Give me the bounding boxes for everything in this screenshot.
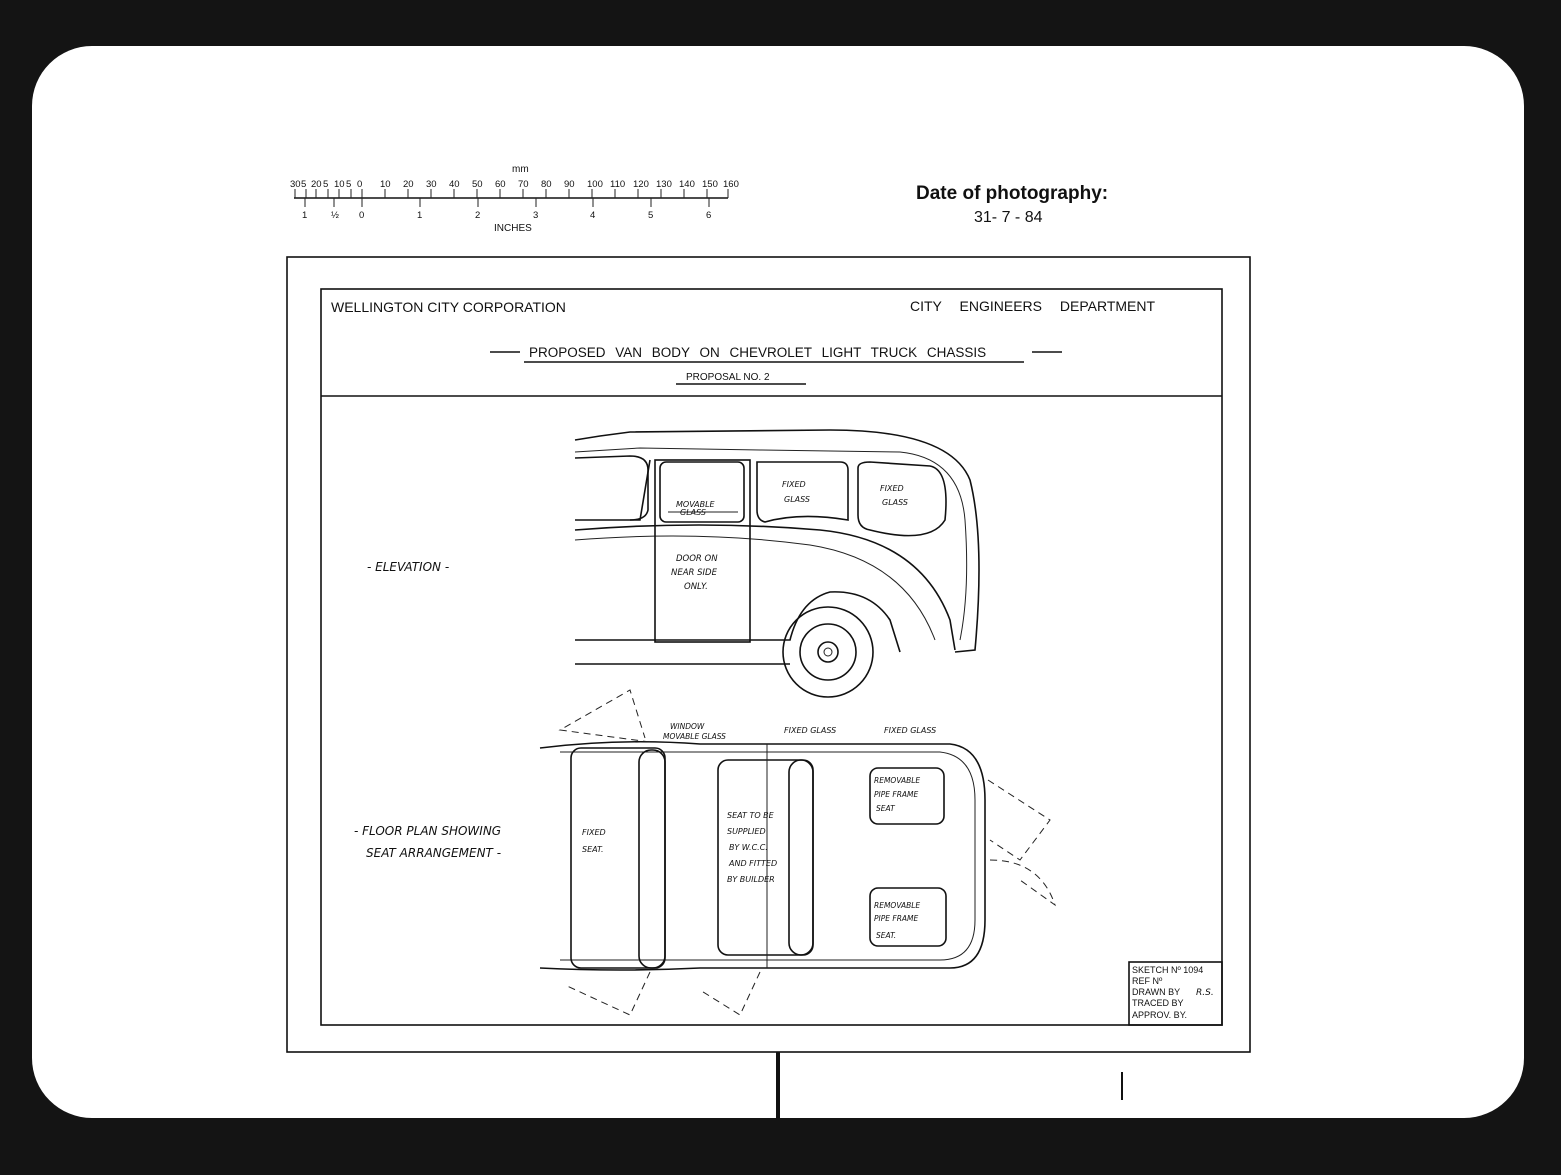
inch-tick-label: 4: [590, 210, 595, 221]
mm-label: mm: [512, 164, 529, 175]
inch-tick-label: 5: [648, 210, 653, 221]
mm-tick-label: 30: [426, 179, 437, 190]
mm-tick-label: 5: [346, 179, 351, 190]
mm-tick-label: 5: [323, 179, 328, 190]
mm-tick-label: 10: [380, 179, 391, 190]
mm-tick-label: 130: [656, 179, 672, 190]
mm-tick-label: 140: [679, 179, 695, 190]
mm-tick-label: 50: [472, 179, 483, 190]
inch-tick-label: 3: [533, 210, 538, 221]
mm-tick-label: 5: [301, 179, 306, 190]
mm-tick-label: 90: [564, 179, 575, 190]
mm-tick-label: 20: [403, 179, 414, 190]
inch-tick-label: 0: [359, 210, 364, 221]
mm-tick-label: 30: [290, 179, 301, 190]
inch-tick-label: 1: [302, 210, 307, 221]
elevation-label: - ELEVATION -: [367, 560, 449, 574]
inch-tick-label: 6: [706, 210, 711, 221]
photo-card: [32, 46, 1524, 1118]
organization-name: WELLINGTON CITY CORPORATION: [331, 299, 566, 315]
mm-tick-label: 10: [334, 179, 345, 190]
inner-frame: [320, 288, 1223, 1026]
mm-tick-label: 160: [723, 179, 739, 190]
outer-frame: [286, 256, 1251, 1053]
mm-tick-label: 40: [449, 179, 460, 190]
mm-tick-label: 110: [610, 179, 625, 190]
mm-tick-label: 100: [587, 179, 603, 190]
proposal-number: PROPOSAL NO. 2: [686, 372, 770, 383]
mm-tick-label: 80: [541, 179, 552, 190]
date-of-photography-label: Date of photography:: [916, 183, 1108, 204]
inch-tick-label: 1: [417, 210, 422, 221]
svg-text:FIXED GLASS: FIXED GLASS: [884, 726, 936, 735]
mm-tick-label: 70: [518, 179, 529, 190]
department-name: CITY ENGINEERS DEPARTMENT: [910, 298, 1155, 314]
mm-tick-label: 0: [357, 179, 362, 190]
inches-label: INCHES: [494, 223, 532, 234]
mm-tick-label: 20: [311, 179, 322, 190]
mm-tick-label: 60: [495, 179, 506, 190]
mm-tick-label: 150: [702, 179, 718, 190]
photography-date: 31- 7 - 84: [974, 209, 1043, 226]
drawing-title: PROPOSED VAN BODY ON CHEVROLET LIGHT TRU…: [529, 345, 986, 360]
mm-tick-label: 120: [633, 179, 649, 190]
inch-tick-label: ½: [331, 210, 339, 221]
inch-tick-label: 2: [475, 210, 480, 221]
svg-text:R.S.: R.S.: [1196, 988, 1214, 998]
svg-text:FIXED GLASS: FIXED GLASS: [784, 726, 836, 735]
